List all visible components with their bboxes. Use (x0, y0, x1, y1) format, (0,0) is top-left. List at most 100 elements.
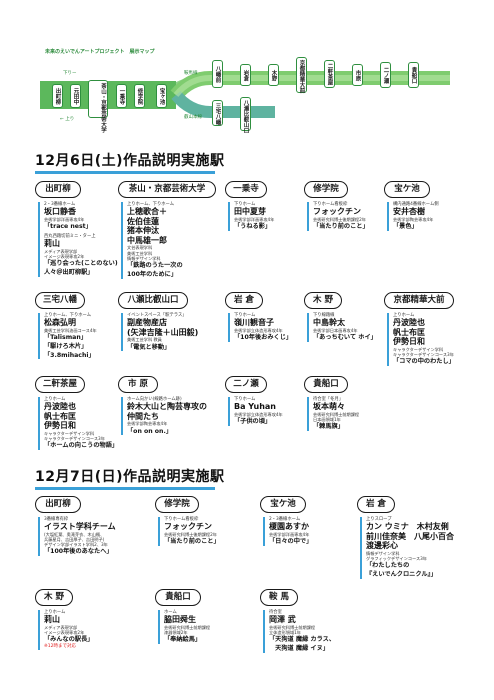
affiliation-text: イメージ表現専攻2年 (44, 253, 85, 259)
artwork-title: 「奉納絵馬」 (164, 636, 202, 644)
map-station: 茶山・京都芸術大学 (88, 80, 108, 133)
artwork-title: 「コマの中のわたし」 (393, 358, 455, 366)
artwork-title: 「10年後おみくじ」 (234, 334, 293, 341)
map-station: 八幡前 (212, 60, 223, 88)
artwork-info: 待合室岡澤 武芸術研究科博士前期課程立体造形領域1年「天狗道 魔縁 カラス、 天… (263, 610, 335, 653)
kurama-line-highlight (173, 75, 450, 97)
location-text: 下り線踏線 (313, 313, 335, 318)
location-text: 西丸西踏切前ミニ・ター上 (44, 233, 96, 239)
map-station: 修学院 (134, 84, 145, 108)
artist-name: 莉山 (44, 239, 60, 249)
artwork-title: 「Talisman」 (44, 334, 87, 341)
artwork-title: 「わたしたちの (366, 562, 410, 570)
location-text: 上りホーム、下りホーム (127, 202, 175, 207)
station-name: 宝ケ池 (260, 496, 306, 513)
affiliation-text: 日本画領域1年 (313, 417, 341, 422)
artist-name: 松森弘明 (44, 318, 76, 328)
location-text: 上りホーム (44, 610, 66, 615)
affiliation-text: キャラクターデザイン学科 (393, 346, 444, 352)
affiliation-text: 漆器領域2年 (164, 630, 188, 635)
artwork-info: ホーム向かい(線路ホーム跡)鈴木大山と陶芸専攻の仲間たち芸術学部陶芸専攻4年「o… (121, 397, 207, 436)
location-text: ホーム (164, 610, 177, 615)
affiliation-text: 芸術学部立体造形専攻4年 (234, 327, 283, 333)
artwork-title: 「景色」 (393, 223, 418, 230)
artist-name: 安井杏樹 (393, 207, 425, 217)
day1-station-card: 八瀬比叡山口イベントスペース「駅テラス」副産物産店(矢津吉隆＋山田毅)美術工芸学… (118, 292, 228, 397)
map-station: 貴船口 (408, 62, 419, 88)
map-station: 岩倉 (240, 64, 251, 86)
artist-name: 猪本伸汰 (127, 226, 159, 236)
artwork-title: 「駆けろ木片」 (44, 342, 88, 350)
artist-name: 中馬雄一郎 (127, 235, 167, 245)
day2-station-card: 貴船口ホーム脇田舜生芸術研究科博士前期課程漆器領域2年「奉納絵馬」 (155, 589, 265, 694)
map-station: 一乗寺 (116, 84, 127, 108)
location-text: 待合室「冬月」 (313, 397, 344, 402)
artwork-title: 「天狗道 魔縁 カラス、 (269, 636, 336, 644)
artwork-info: 上りホーム、下りホーム松森弘明美術工芸学科油画コース4年「Talisman」「駆… (38, 313, 97, 360)
artwork-info: ホーム脇田舜生芸術研究科博士前期課程漆器領域2年「奉納絵馬」 (158, 610, 210, 644)
artwork-title: 「on on on.」 (127, 427, 173, 435)
affiliation-text: 情報デザイン学科 (366, 550, 400, 556)
map-title: 未来のえいでんアートプロジェクト 展示マップ (45, 49, 155, 55)
station-name: 京都精華大前 (384, 292, 454, 309)
artist-name: 帆士布匡 (393, 327, 425, 337)
map-station: 出町柳 (52, 84, 63, 108)
artwork-info: 待合室「冬月」坂本萌々芸術研究科博士前期課程日本画領域1年「棘馬旗」 (307, 397, 359, 431)
location-text: 上りホーム (44, 397, 66, 402)
station-name: 出町柳 (35, 496, 81, 513)
route-map: 未来のえいでんアートプロジェクト 展示マップ 下りー ← 上り 鞍馬線 叡山本線… (0, 0, 494, 140)
location-text: ホーム向かい(線路ホーム跡) (127, 397, 182, 402)
location-text: イベントスペース「駅テラス」 (127, 313, 187, 318)
artist-name: Ba Yuhan (234, 402, 276, 412)
day2-title: 12月7日(日)作品説明実施駅 (35, 469, 225, 485)
station-name: 宝ケ池 (384, 181, 430, 198)
direction-up-label: ← 上り (60, 117, 75, 122)
artwork-title: 「うねる影」 (234, 223, 272, 230)
day1-station-card: 市 原ホーム向かい(線路ホーム跡)鈴木大山と陶芸専攻の仲間たち芸術学部陶芸専攻4… (118, 376, 228, 481)
affiliation-text: デザイン学部イラスト学科2、3年 (44, 542, 108, 548)
day1-title: 12月6日(土)作品説明実施駅 (35, 153, 225, 169)
affiliation-text: 芸術研究科博士後期課程2年 (164, 531, 217, 537)
location-text: 2・3番線ホーム (269, 517, 301, 522)
map-station: 市原 (352, 64, 363, 86)
artwork-info: イベントスペース「駅テラス」副産物産店(矢津吉隆＋山田毅)美術工芸学科 教員「電… (121, 313, 198, 352)
affiliation-text: 芸術研究科博士後期課程2年 (313, 216, 366, 222)
location-text: 待合室 (269, 610, 282, 615)
station-name: 貴船口 (304, 376, 348, 393)
map-station: 木野 (268, 64, 279, 86)
affiliation-text: 情報デザイン学科 (127, 255, 161, 261)
day1-station-card: 宝ケ池構内通路4番線ホーム側安井杏樹芸術学部陶芸専攻4年「景色」 (384, 181, 494, 286)
map-station: 二ノ瀬 (380, 62, 391, 88)
artist-name: 副産物産店 (127, 318, 167, 328)
map-station: 宝ヶ池 (156, 84, 167, 108)
artwork-info: 下りホーム田中夏芽芸術学部洋画専攻4年「うねる影」 (228, 202, 274, 231)
affiliation-text: メディア表現学部 (44, 624, 78, 630)
artist-name: 丹波陸也 (393, 318, 425, 328)
location-text: 下りホーム (234, 313, 256, 318)
location-text: 上りスロープ (366, 517, 392, 522)
affiliation-text: 美術工芸学科油画コース4年 (44, 327, 97, 333)
artwork-title: 「電気と移動」 (127, 343, 171, 351)
artwork-title: 「日々の中で」 (269, 538, 313, 545)
artist-name: 丹波陸也 (44, 402, 76, 412)
affiliation-text: 芸術学部陶芸専攻4年 (127, 421, 168, 427)
artist-name: 佐伯佳蓮 (127, 216, 159, 226)
artist-name: 脇田舜生 (164, 615, 196, 625)
day1-station-card: 木 野下り線踏線中島幹太芸術学部日本画専攻4年「あっちむいて ホイ」 (304, 292, 414, 397)
affiliation-text: 兵藤星月、吉田厚子、吉田明子) (44, 537, 105, 542)
artwork-info: 下りホーム看板枠フォックチン芸術研究科博士後期課程2年「当たり前のこと」 (158, 517, 220, 546)
day2-station-card: 出町柳 3番線専有枠イラスト学科チーム(大塩紅葉、奥滝芽衣、木山楓、兵藤星月、吉田… (35, 496, 145, 601)
artist-name: 前川佳奈美 八尾小百合 (366, 531, 454, 541)
artwork-title: 「みんなの駅長」 (44, 636, 94, 644)
affiliation-text: 立体造形領域1年 (269, 630, 301, 635)
affiliation-text: 芸術研究科博士前期課程 (313, 411, 360, 417)
affiliation-text: 芸術研究科博士前期課程 (164, 624, 211, 630)
artwork-info: 3番線専有枠イラスト学科チーム(大塩紅葉、奥滝芽衣、木山楓、兵藤星月、吉田厚子、… (38, 517, 116, 557)
location-text: 下りホーム (234, 397, 256, 402)
day1-station-card: 一乗寺下りホーム田中夏芽芸術学部洋画専攻4年「うねる影」 (225, 181, 335, 286)
artwork-title: 『えいでんクロニクル』」 (366, 571, 437, 578)
artwork-title: 人々＠出町柳駅」 (44, 268, 94, 276)
